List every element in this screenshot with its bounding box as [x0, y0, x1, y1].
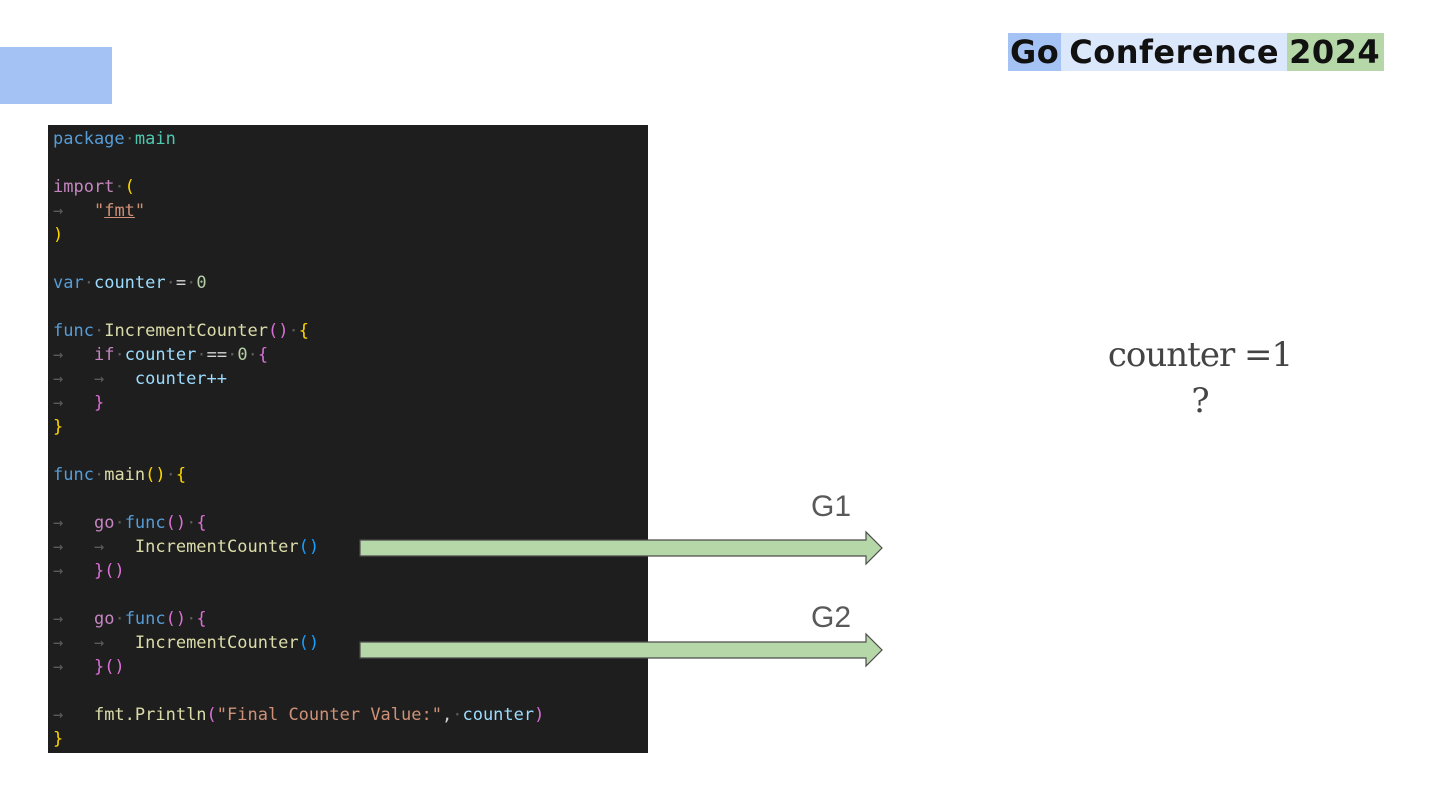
code-line-13: } [53, 417, 64, 437]
g2-arrow [359, 632, 883, 668]
code-line-17: → go·func()·{ [53, 513, 207, 533]
code-line-23: → }() [53, 657, 125, 677]
code-line-12: → } [53, 393, 105, 413]
counter-result-value: counter =1 [1107, 335, 1293, 375]
code-line-26: } [53, 729, 64, 749]
logo-go: Go [1008, 33, 1062, 71]
code-line-11: → → counter++ [53, 369, 228, 389]
g2-label: G2 [811, 601, 852, 634]
code-line-18: → → IncrementCounter() [53, 537, 320, 557]
g2-arrow-shape [359, 632, 883, 668]
logo-year: 2024 [1287, 33, 1385, 71]
code-editor: package·main import·( → "fmt" ) var·coun… [48, 125, 648, 753]
logo-conference: Conference [1061, 33, 1288, 71]
code-line-4: → "fmt" [53, 201, 146, 221]
counter-result-question: ? [1191, 381, 1209, 421]
g1-label: G1 [811, 490, 852, 523]
code-line-25: → fmt.Println("Final Counter Value:",·co… [53, 705, 545, 725]
code-line-10: → if·counter·==·0·{ [53, 345, 269, 365]
code-line-3: import·( [53, 177, 135, 197]
code-line-7: var·counter·=·0 [53, 273, 207, 293]
code-line-21: → go·func()·{ [53, 609, 207, 629]
code-line-1: package·main [53, 129, 176, 149]
code-line-5: ) [53, 225, 64, 245]
counter-result: counter =1 ? [1090, 332, 1310, 424]
g1-arrow-shape [359, 530, 883, 566]
code-line-15: func·main()·{ [53, 465, 187, 485]
code-line-19: → }() [53, 561, 125, 581]
code-line-22: → → IncrementCounter() [53, 633, 320, 653]
corner-accent-block [0, 47, 112, 104]
code-line-9: func·IncrementCounter()·{ [53, 321, 309, 341]
g1-arrow [359, 530, 883, 566]
conference-logo: Go Conference 2024 [1008, 33, 1385, 71]
